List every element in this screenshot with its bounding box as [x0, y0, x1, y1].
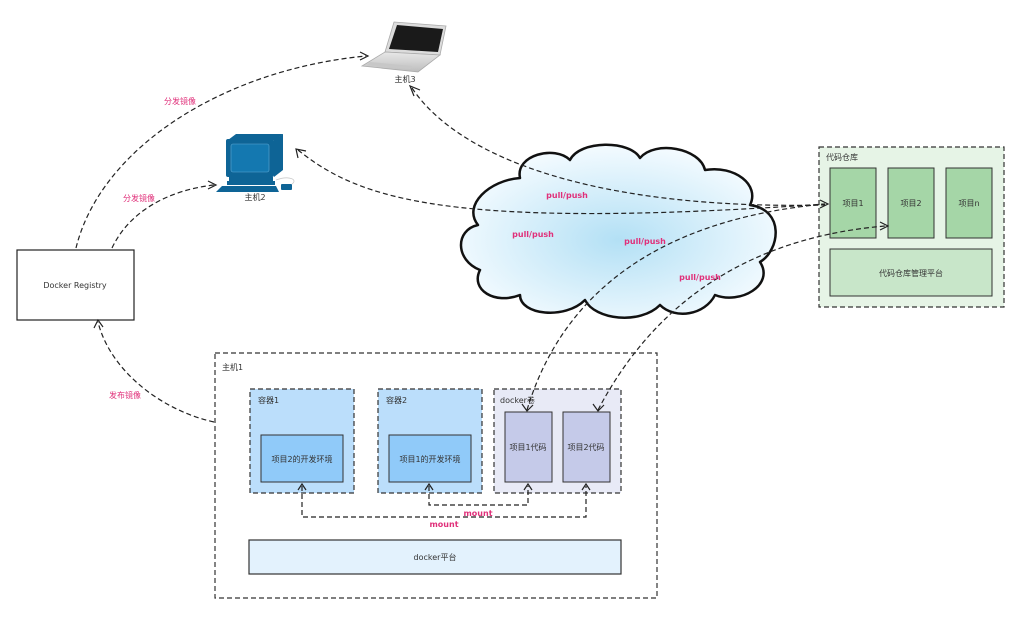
arrowhead-icon	[581, 482, 591, 491]
label-mount-1: mount	[463, 509, 492, 518]
arrowhead-icon	[408, 84, 421, 97]
docker-registry-label: Docker Registry	[43, 281, 107, 290]
label-pull-push-1: pull/push	[546, 191, 588, 200]
project1-code[interactable]	[504, 411, 553, 483]
project1-code-label: 项目1代码	[509, 442, 546, 452]
repo-platform-box[interactable]	[829, 248, 993, 297]
edge-host1-registry[interactable]	[97, 321, 215, 423]
code-repo-title: 代码仓库	[826, 152, 858, 162]
label-mount-2: mount	[429, 520, 458, 529]
arrowhead-icon	[879, 221, 890, 231]
edges	[75, 51, 890, 518]
host1-title: 主机1	[222, 362, 243, 372]
arrowhead-icon	[521, 403, 534, 412]
docker-platform[interactable]	[248, 539, 622, 575]
arrowhead-icon	[424, 482, 434, 491]
arrowhead-icon	[819, 199, 830, 209]
edge-code2-project2[interactable]	[597, 225, 886, 411]
edge-host2-project1[interactable]	[297, 149, 826, 215]
project-2-label: 项目2	[900, 199, 921, 208]
docker-registry-box[interactable]	[16, 249, 135, 321]
dev-env-project1[interactable]	[388, 434, 472, 483]
code-repo-group: 代码仓库 项目1 项目2 项目n 代码仓库管理平台	[818, 146, 1005, 308]
edge-registry-host3[interactable]	[75, 55, 367, 249]
repo-platform-label: 代码仓库管理平台	[879, 268, 943, 278]
project2-code-label: 项目2代码	[567, 442, 604, 452]
label-pull-push-2: pull/push	[512, 230, 554, 239]
cloud-icon	[459, 143, 777, 319]
edge-mount-inner[interactable]	[428, 486, 529, 506]
edge-code1-project1[interactable]	[526, 203, 826, 411]
docker-volume-title: docker卷	[500, 395, 535, 405]
host3-node[interactable]: 主机3	[360, 21, 447, 84]
edge-host3-project1[interactable]	[411, 87, 826, 206]
docker-platform-label: docker平台	[414, 552, 457, 562]
project-2-box[interactable]	[887, 167, 935, 239]
host3-label: 主机3	[394, 74, 415, 84]
laptop-icon	[360, 21, 447, 73]
edge-labels: 分发镜像 分发镜像 发布镜像 pull/push pull/push pull/…	[109, 96, 721, 529]
project-n-box[interactable]	[945, 167, 993, 239]
label-pull-push-3: pull/push	[624, 237, 666, 246]
arrowhead-icon	[93, 318, 104, 329]
arrowhead-icon	[523, 482, 533, 491]
container-2-title: 容器2	[386, 395, 407, 405]
docker-registry[interactable]: Docker Registry	[16, 249, 135, 321]
dev-env-project2[interactable]	[260, 434, 344, 483]
arrowhead-icon	[207, 180, 218, 190]
host2-node[interactable]: 主机2	[216, 134, 295, 202]
dev-env-project2-label: 项目2的开发环境	[271, 454, 332, 464]
arrowhead-icon	[295, 148, 307, 159]
project-1-label: 项目1	[842, 199, 863, 208]
arrowhead-icon	[297, 482, 307, 491]
label-pull-push-4: pull/push	[679, 273, 721, 282]
host1-group: 主机1 容器1 项目2的开发环境 容器2 项目1的开发环境 docker卷 项目…	[214, 352, 658, 599]
arrowhead-icon	[359, 51, 370, 61]
container-1-title: 容器1	[258, 395, 279, 405]
project-n-label: 项目n	[958, 199, 979, 208]
label-publish-image: 发布镜像	[109, 390, 141, 400]
desktop-computer-icon	[216, 134, 295, 192]
edge-mount-outer[interactable]	[301, 486, 587, 518]
project2-code[interactable]	[562, 411, 611, 483]
arrowhead-icon	[592, 403, 605, 412]
project-1-box[interactable]	[829, 167, 877, 239]
label-distribute-host2: 分发镜像	[123, 193, 155, 203]
host2-label: 主机2	[244, 192, 265, 202]
host1-container	[214, 352, 658, 599]
dev-env-project1-label: 项目1的开发环境	[399, 454, 460, 464]
label-distribute-host3: 分发镜像	[164, 96, 196, 106]
